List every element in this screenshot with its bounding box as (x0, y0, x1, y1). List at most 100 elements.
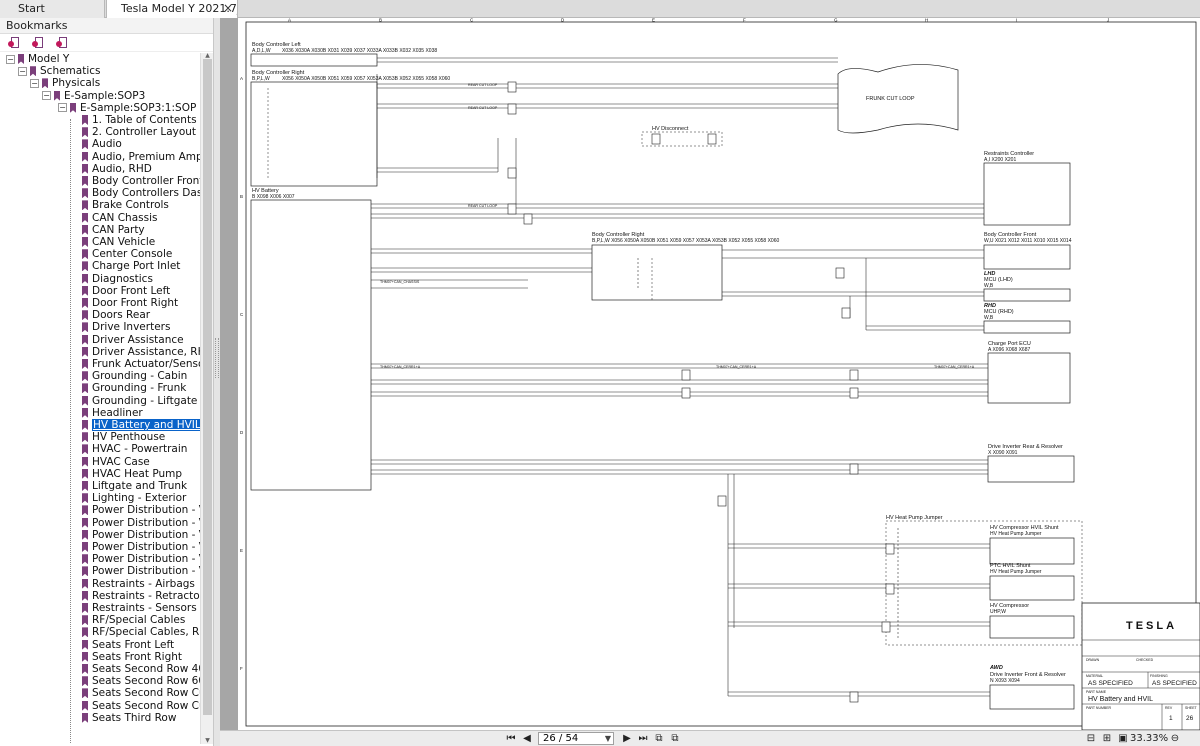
panel-splitter[interactable] (214, 18, 220, 746)
collapse-toggle-icon[interactable]: − (18, 66, 27, 76)
bookmark-icon (82, 639, 88, 650)
scroll-down-icon[interactable]: ▼ (205, 737, 210, 744)
bookmark-icon (82, 529, 88, 540)
bookmark-item[interactable]: Power Distribution - VCRigh (82, 565, 200, 577)
tab-document[interactable]: Tesla Model Y 2021.7_... × (106, 0, 238, 18)
bookmark-item[interactable]: Restraints - Sensors (82, 602, 197, 614)
collapse-bookmark-icon[interactable] (32, 36, 46, 50)
collapse-toggle-icon[interactable]: − (30, 78, 39, 88)
bookmark-icon (82, 468, 88, 479)
bookmark-item[interactable]: Seats Front Right (82, 651, 182, 663)
bookmark-item[interactable]: Seats Second Row 40% (82, 663, 200, 675)
bookmark-item[interactable]: Restraints - Airbags (82, 578, 195, 590)
bookmark-item[interactable]: HVAC Case (82, 456, 150, 468)
bookmark-icon (82, 505, 88, 516)
bookmark-item[interactable]: CAN Vehicle (82, 236, 155, 248)
close-tab-icon[interactable]: × (222, 1, 233, 15)
page-navigation-bar: ⏮ ◀ 26 / 54 ▼ ▶ ⏭ ⧉ ⧉ ⊟ ⊞ ▣ 33.33% ⊖ (220, 730, 1200, 746)
bookmark-item[interactable]: Door Front Left (82, 285, 170, 297)
bookmark-item[interactable]: −Physicals (30, 77, 100, 89)
bookmark-label: Driver Assistance, RHD (92, 345, 200, 358)
bookmark-item[interactable]: Drive Inverters (82, 321, 170, 333)
bookmark-item[interactable]: Audio, RHD (82, 163, 152, 175)
next-view-icon[interactable]: ⧉ (671, 733, 679, 744)
first-page-icon[interactable]: ⏮ (506, 733, 516, 744)
bookmark-item[interactable]: Grounding - Frunk (82, 382, 186, 394)
bookmark-item[interactable]: 2. Controller Layout (82, 126, 196, 138)
bookmark-item[interactable]: Driver Assistance (82, 334, 184, 346)
bookmark-item[interactable]: Center Console (82, 248, 172, 260)
bookmark-item[interactable]: Body Controller Front High C (82, 175, 200, 187)
bookmark-item[interactable]: HV Penthouse (82, 431, 165, 443)
bookmark-item[interactable]: −E-Sample:SOP3:1:SOP (58, 102, 196, 114)
bookmark-item[interactable]: HVAC Heat Pump (82, 468, 182, 480)
bookmark-item[interactable]: Seats Second Row Cushion (82, 687, 200, 699)
previous-page-icon[interactable]: ◀ (523, 733, 531, 744)
chevron-down-icon[interactable]: ▼ (604, 734, 611, 743)
bookmark-item[interactable]: 1. Table of Contents (82, 114, 197, 126)
previous-view-icon[interactable]: ⧉ (655, 733, 663, 744)
bookmark-item[interactable]: Seats Front Left (82, 639, 174, 651)
bookmark-item[interactable]: Restraints - Retractors (82, 590, 200, 602)
bookmark-item[interactable]: Headliner (82, 407, 143, 419)
bookmark-icon (82, 115, 88, 125)
bookmark-item[interactable]: −Model Y (6, 53, 69, 65)
bookmark-item[interactable]: Power Distribution - VCRigh (82, 553, 200, 565)
find-bookmark-icon[interactable] (56, 36, 70, 50)
bookmark-item[interactable]: Doors Rear (82, 309, 150, 321)
inline-connector (885, 583, 895, 595)
collapse-toggle-icon[interactable]: − (58, 103, 67, 113)
bookmark-item[interactable]: Power Distribution - VCLeft (82, 529, 200, 541)
bookmark-item[interactable]: Diagnostics (82, 273, 153, 285)
bookmark-item[interactable]: Power Distribution - VCFron (82, 517, 200, 529)
tab-start[interactable]: Start (0, 0, 105, 18)
zoom-in-icon[interactable]: ⊞ (1102, 733, 1112, 744)
bookmark-item[interactable]: CAN Party (82, 224, 145, 236)
inline-connector (507, 81, 517, 93)
zoom-dropdown-icon[interactable]: ⊖ (1170, 733, 1180, 744)
zoom-level[interactable]: 33.33% (1130, 733, 1169, 744)
fit-page-icon[interactable]: ▣ (1118, 733, 1128, 744)
bookmark-item[interactable]: −Schematics (18, 65, 101, 77)
zoom-out-icon[interactable]: ⊟ (1086, 733, 1096, 744)
bookmark-item[interactable]: Charge Port Inlet (82, 260, 180, 272)
bookmark-item[interactable]: RF/Special Cables (82, 614, 185, 626)
bookmark-item[interactable]: −E-Sample:SOP3 (42, 90, 145, 102)
scroll-up-icon[interactable]: ▲ (205, 52, 210, 59)
bookmark-item[interactable]: Grounding - Liftgate (82, 395, 197, 407)
bookmark-item[interactable]: Grounding - Cabin (82, 370, 187, 382)
last-page-icon[interactable]: ⏭ (638, 733, 648, 744)
bookmark-item[interactable]: RF/Special Cables, RHD (82, 626, 200, 638)
bookmark-item[interactable]: Brake Controls (82, 199, 169, 211)
expand-bookmark-icon[interactable] (8, 36, 22, 50)
page-number-field[interactable]: 26 / 54 ▼ (538, 732, 614, 745)
bookmarks-scrollbar[interactable]: ▲ ▼ (200, 53, 213, 744)
scrollbar-thumb[interactable] (203, 59, 212, 715)
bookmark-item[interactable]: CAN Chassis (82, 212, 157, 224)
bookmark-item[interactable]: Body Controllers Dashboard (82, 187, 200, 199)
comp-shunt-sub: HV Heat Pump Jumper (990, 531, 1042, 537)
bookmark-item[interactable]: Door Front Right (82, 297, 178, 309)
collapse-toggle-icon[interactable]: − (6, 54, 15, 64)
bookmark-item[interactable]: Power Distribution - VCFron (82, 504, 200, 516)
next-page-icon[interactable]: ▶ (623, 733, 631, 744)
bookmark-item[interactable]: Seats Second Row Cushion (82, 700, 200, 712)
bookmark-item[interactable]: Frunk Actuator/Sensors (82, 358, 200, 370)
collapse-toggle-icon[interactable]: − (42, 91, 51, 101)
bookmark-item[interactable]: Audio, Premium Amp (82, 151, 200, 163)
bcr-title: Body Controller Right (252, 70, 305, 76)
bookmark-item[interactable]: Liftgate and Trunk (82, 480, 187, 492)
bookmark-item[interactable]: Seats Third Row (82, 712, 176, 724)
bookmark-icon (82, 395, 88, 406)
bookmark-item[interactable]: Power Distribution - VCLeft (82, 541, 200, 553)
bookmark-item[interactable]: HV Battery and HVIL (82, 419, 200, 431)
bookmark-item[interactable]: Lighting - Exterior (82, 492, 186, 504)
bookmark-item[interactable]: Seats Second Row 60% (82, 675, 200, 687)
bookmark-item[interactable]: Driver Assistance, RHD (82, 346, 200, 358)
bookmark-label: 2. Controller Layout (92, 126, 197, 139)
bookmark-item[interactable]: HVAC - Powertrain (82, 443, 187, 455)
bookmark-item[interactable]: Audio (82, 138, 122, 150)
drawn-label: DRAWN (1086, 658, 1100, 662)
bookmark-icon (82, 346, 88, 357)
